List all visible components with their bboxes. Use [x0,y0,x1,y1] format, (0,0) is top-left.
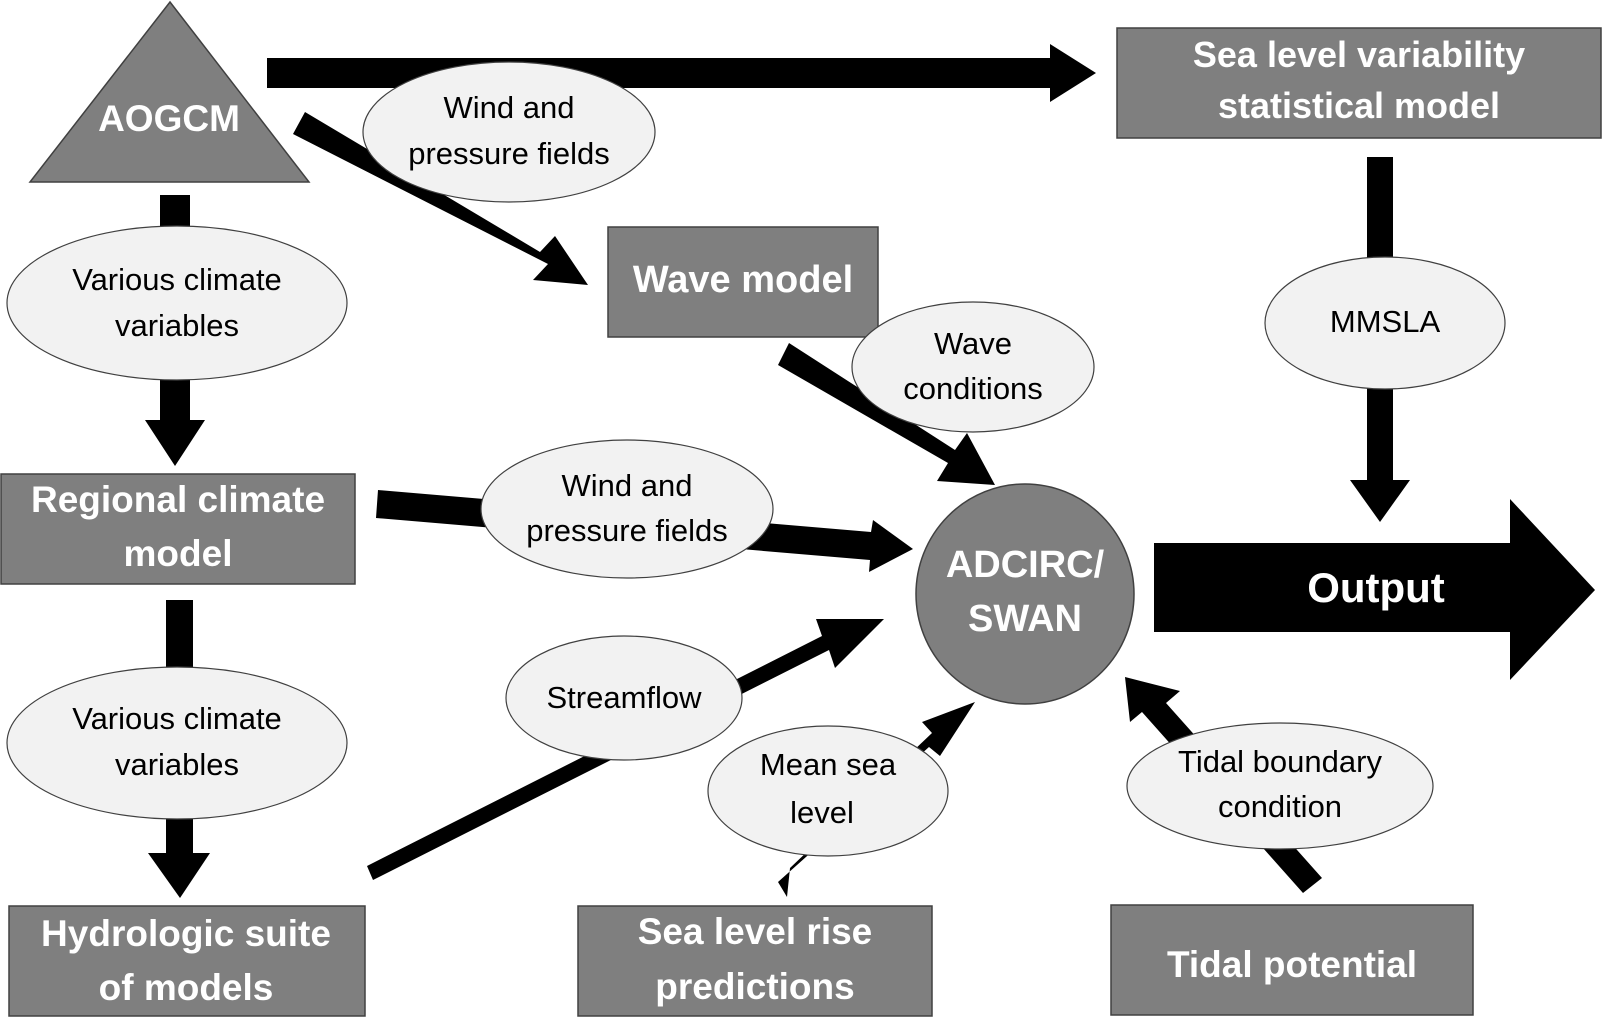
svg-text:conditions: conditions [903,371,1043,406]
node-sea-level-rise: Sea level rise predictions [577,905,933,1017]
node-adcirc-label-line2: SWAN [968,598,1082,640]
svg-text:condition: condition [1218,789,1342,824]
node-tidal-potential: Tidal potential [1110,904,1474,1016]
node-slr-label-line1: Sea level rise [638,911,873,952]
node-sea-level-variability-model: Sea level variability statistical model [1116,27,1602,139]
edge-label-line: Streamflow [546,680,702,715]
edge-label-line: pressure fields [408,136,610,171]
svg-text:Various climate: Various climate [72,262,282,297]
node-aogcm-label: AOGCM [98,98,240,139]
svg-text:statistical model: statistical model [1218,85,1500,126]
svg-text:Sea level variability: Sea level variability [1193,34,1525,75]
edge-label-regional-to-hydrologic: Various climate variables [6,666,348,820]
svg-text:model: model [124,533,233,574]
node-regional-label-line2: model [124,533,233,574]
node-adcirc-swan: ADCIRC/ SWAN [915,483,1135,705]
edge-label-line: Wind and [562,468,693,503]
svg-text:Output: Output [1307,564,1445,611]
svg-text:Various climate: Various climate [72,701,282,736]
edge-label-line: Wind and [444,90,575,125]
svg-text:pressure fields: pressure fields [526,513,728,548]
svg-text:SWAN: SWAN [968,598,1082,640]
node-regional-label-line1: Regional climate [31,479,325,520]
edge-label-line: variables [115,308,239,343]
svg-text:ADCIRC/: ADCIRC/ [946,544,1105,586]
node-adcirc-label-line1: ADCIRC/ [946,544,1105,586]
svg-text:variables: variables [115,747,239,782]
edge-label-aogcm-to-regional: Various climate variables [6,225,348,381]
edge-label-line: Wave [934,326,1012,361]
node-output-label: Output [1307,564,1445,611]
edge-label-tidal-to-adcirc: Tidal boundary condition [1126,722,1434,850]
svg-text:Tidal potential: Tidal potential [1167,944,1417,985]
node-hydrologic-suite: Hydrologic suite of models [8,905,366,1017]
arrow-aogcm-to-wave [293,112,588,285]
svg-text:Wave model: Wave model [633,259,853,301]
edge-label-line: Tidal boundary [1178,744,1382,779]
edge-label-line: conditions [903,371,1043,406]
svg-text:level: level [790,795,854,830]
svg-text:of models: of models [99,967,274,1008]
svg-text:Tidal boundary: Tidal boundary [1178,744,1382,779]
edge-label-slr-to-adcirc: Mean sea level [707,725,949,857]
node-slr-label-line2: predictions [655,966,854,1007]
edge-label-regional-to-adcirc: Wind and pressure fields [480,439,774,579]
edge-label-wave-to-adcirc: Wave conditions [851,301,1095,433]
svg-text:variables: variables [115,308,239,343]
node-slv-label-line1: Sea level variability [1193,34,1525,75]
edge-label-line: pressure fields [526,513,728,548]
arrow-slr-to-adcirc [778,702,975,897]
node-slv-label-line2: statistical model [1218,85,1500,126]
node-aogcm: AOGCM [28,0,311,183]
edge-label-line: condition [1218,789,1342,824]
svg-text:Mean sea: Mean sea [760,747,897,782]
edge-label-line: MMSLA [1330,304,1441,339]
node-hydrologic-label-line2: of models [99,967,274,1008]
edge-label-aogcm-to-wave: Wind and pressure fields [362,61,656,203]
svg-text:Streamflow: Streamflow [546,680,702,715]
svg-text:predictions: predictions [655,966,854,1007]
svg-text:Hydrologic suite: Hydrologic suite [41,913,331,954]
edge-label-line: variables [115,747,239,782]
node-hydrologic-label-line1: Hydrologic suite [41,913,331,954]
svg-text:Wind and: Wind and [444,90,575,125]
svg-text:Wave: Wave [934,326,1012,361]
svg-text:pressure fields: pressure fields [408,136,610,171]
svg-text:AOGCM: AOGCM [98,98,240,139]
edge-label-line: Various climate [72,701,282,736]
arrow-wave-to-adcirc [778,343,995,485]
node-wave-model-label: Wave model [633,259,853,301]
node-wave-model: Wave model [607,226,879,338]
edge-label-hydrologic-to-adcirc: Streamflow [505,635,743,761]
edge-label-line: Mean sea [760,747,897,782]
svg-text:Sea level rise: Sea level rise [638,911,873,952]
node-tidal-label: Tidal potential [1167,944,1417,985]
edge-label-line: Various climate [72,262,282,297]
svg-text:MMSLA: MMSLA [1330,304,1441,339]
edge-label-slv-to-adcirc: MMSLA [1264,256,1506,390]
node-regional-climate-model: Regional climate model [0,473,356,585]
node-output: Output [1154,499,1595,680]
svg-text:Wind and: Wind and [562,468,693,503]
edge-label-line: level [790,795,854,830]
svg-text:Regional climate: Regional climate [31,479,325,520]
